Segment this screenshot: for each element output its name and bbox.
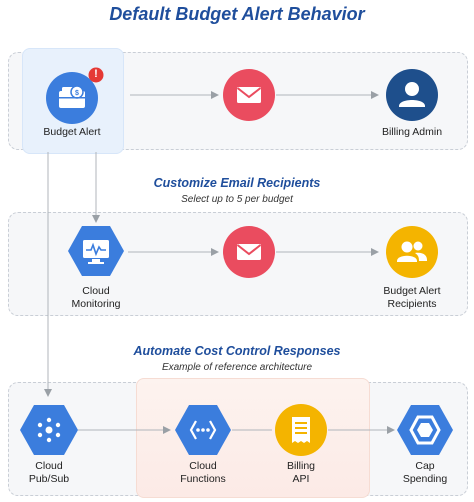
cloud-monitoring-label: Cloud Monitoring bbox=[46, 285, 146, 311]
billing-api-label: Billing API bbox=[251, 460, 351, 486]
budget-alert-label: Budget Alert bbox=[43, 126, 101, 138]
recipients-label-line1: Budget Alert bbox=[383, 285, 441, 297]
alert-badge-text: ! bbox=[94, 68, 98, 80]
cloud-functions-highlight bbox=[136, 378, 370, 498]
pubsub-label-line2: Pub/Sub bbox=[28, 473, 70, 485]
cloud-monitoring-node bbox=[68, 225, 124, 277]
cloud-pubsub-node bbox=[20, 404, 78, 456]
pubsub-icon bbox=[20, 405, 78, 455]
cap-label-line2: Spending bbox=[402, 473, 448, 485]
billing-admin-node bbox=[385, 68, 439, 122]
billing-api-label-line1: Billing bbox=[286, 460, 315, 472]
email-node-default bbox=[222, 68, 276, 122]
diagram-title: Default Budget Alert Behavior bbox=[109, 4, 365, 24]
svg-text:$: $ bbox=[75, 90, 79, 97]
cloud-monitoring-label-line2: Monitoring bbox=[71, 298, 121, 310]
customize-section-title: Customize Email Recipients bbox=[153, 176, 321, 190]
wallet-icon: $ bbox=[46, 72, 98, 124]
cap-icon bbox=[397, 405, 453, 455]
cap-label-line1: Cap bbox=[415, 460, 435, 472]
billing-admin-label: Billing Admin bbox=[381, 126, 443, 138]
functions-label-line2: Functions bbox=[180, 473, 226, 485]
people-icon bbox=[386, 226, 438, 278]
billing-api-node bbox=[274, 403, 328, 457]
billing-api-label-line2: API bbox=[292, 473, 310, 485]
cap-spending-label: Cap Spending bbox=[375, 460, 474, 486]
cloud-monitoring-label-line1: Cloud bbox=[82, 285, 110, 297]
recipients-label-line2: Recipients bbox=[387, 298, 437, 310]
person-icon bbox=[386, 69, 438, 121]
functions-label-line1: Cloud bbox=[189, 460, 217, 472]
cloud-pubsub-label: Cloud Pub/Sub bbox=[0, 460, 98, 486]
budget-alert-recipients-label: Budget Alert Recipients bbox=[362, 285, 462, 311]
functions-icon bbox=[175, 405, 231, 455]
email-icon bbox=[223, 69, 275, 121]
budget-alert-recipients-node bbox=[385, 225, 439, 279]
email-icon bbox=[223, 226, 275, 278]
monitor-icon bbox=[68, 226, 124, 276]
alert-badge: ! bbox=[88, 67, 104, 83]
automate-section-title: Automate Cost Control Responses bbox=[133, 344, 341, 358]
cloud-functions-node bbox=[175, 404, 231, 456]
budget-alert-highlight bbox=[22, 48, 124, 154]
cap-spending-node bbox=[397, 404, 453, 456]
automate-section-subtitle: Example of reference architecture bbox=[161, 362, 313, 373]
budget-alert-node: $ bbox=[44, 70, 104, 124]
cloud-functions-label: Cloud Functions bbox=[153, 460, 253, 486]
receipt-icon bbox=[275, 404, 327, 456]
email-node-custom bbox=[222, 225, 276, 279]
customize-section-subtitle: Select up to 5 per budget bbox=[181, 194, 293, 205]
pubsub-label-line1: Cloud bbox=[35, 460, 63, 472]
